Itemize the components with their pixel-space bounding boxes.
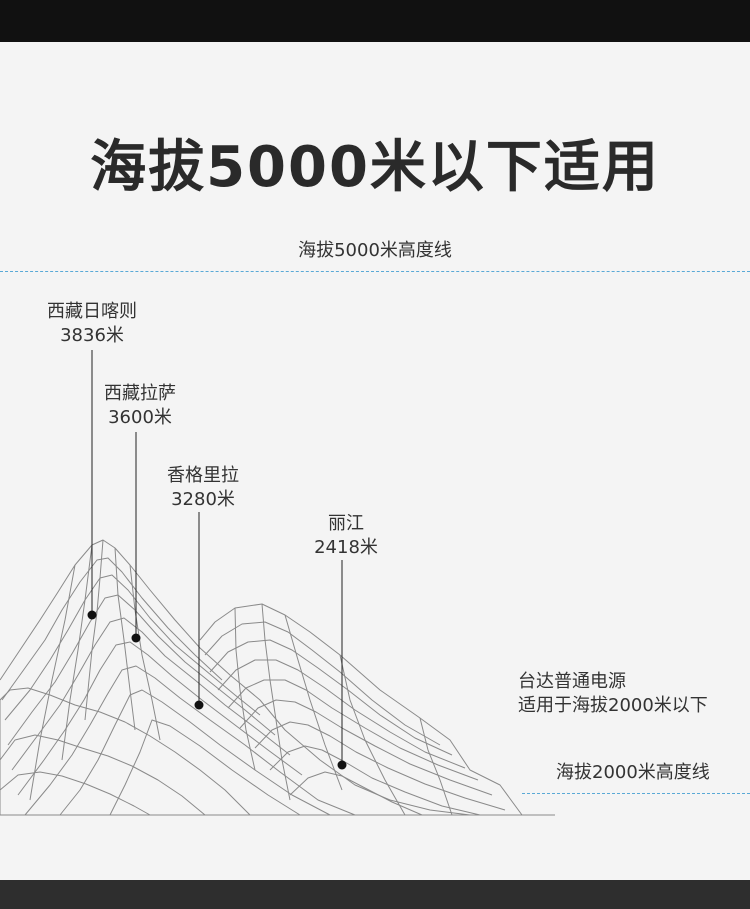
marker-shangrila	[194, 700, 204, 710]
altitude-2000-label: 海拔2000米高度线	[556, 762, 710, 783]
location-name: 丽江	[328, 513, 364, 534]
bottom-bar	[0, 880, 750, 909]
location-altitude: 3836米	[60, 325, 124, 346]
location-name: 西藏日喀则	[47, 301, 137, 322]
marker-lijiang	[337, 760, 347, 770]
top-bar	[0, 0, 750, 42]
location-name: 香格里拉	[167, 465, 239, 486]
location-altitude: 3600米	[108, 407, 172, 428]
location-lijiang: 丽江 2418米	[276, 512, 416, 560]
marker-rikaze	[87, 610, 97, 620]
altitude-5000-line	[0, 271, 750, 272]
note-line-1: 台达普通电源	[518, 671, 626, 692]
location-shangrila: 香格里拉 3280米	[133, 464, 273, 512]
location-altitude: 2418米	[314, 537, 378, 558]
marker-lasa	[131, 633, 141, 643]
location-altitude: 3280米	[171, 489, 235, 510]
note-line-2: 适用于海拔2000米以下	[518, 695, 708, 716]
altitude-5000-label: 海拔5000米高度线	[298, 240, 452, 261]
location-name: 西藏拉萨	[104, 383, 176, 404]
location-rikaze: 西藏日喀则 3836米	[22, 300, 162, 348]
altitude-2000-line	[522, 793, 750, 794]
page-title: 海拔5000米以下适用	[90, 135, 660, 200]
power-supply-note: 台达普通电源 适用于海拔2000米以下	[518, 670, 708, 718]
location-lasa: 西藏拉萨 3600米	[70, 382, 210, 430]
